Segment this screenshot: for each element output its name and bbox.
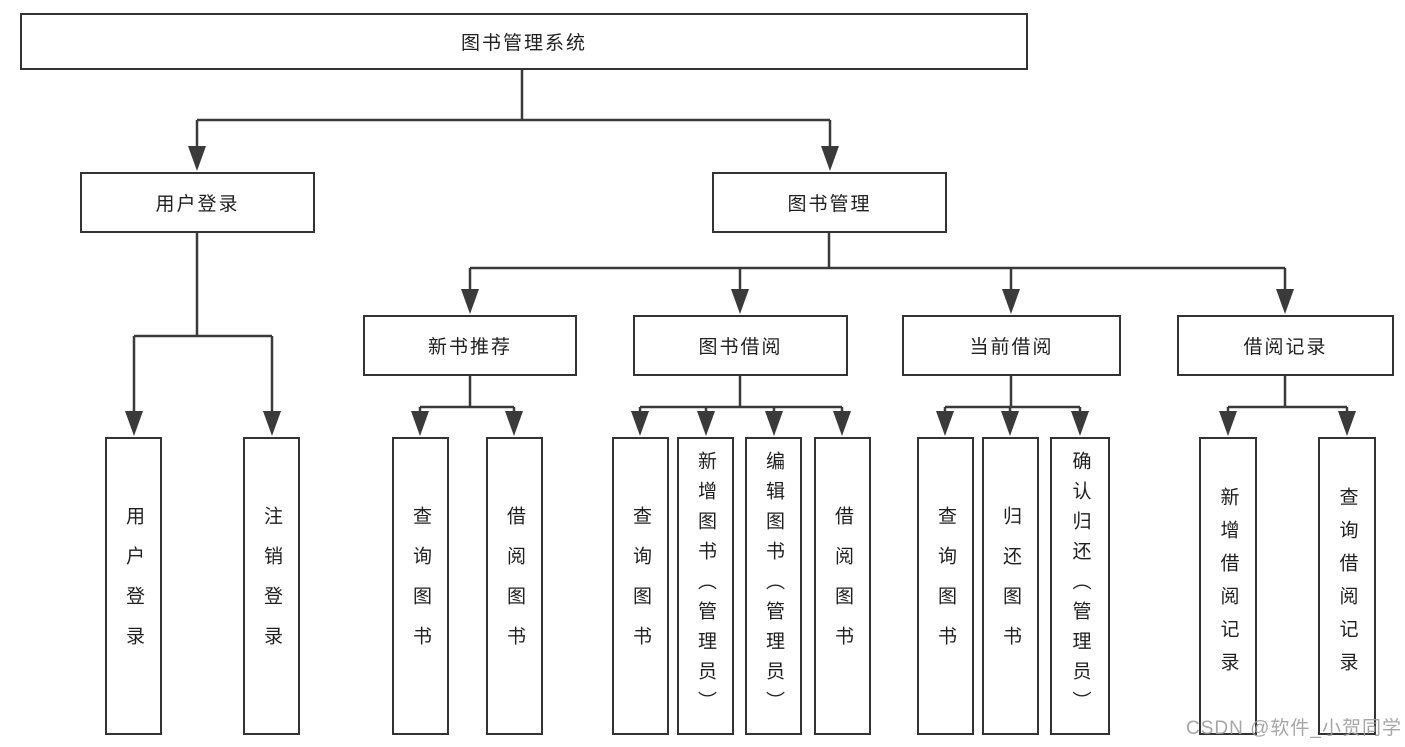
node-label: 用户登录 — [155, 194, 240, 215]
node-label: 借阅记录 — [1243, 337, 1328, 358]
leaf-confirm-return-admin: 确认归还（管理员） — [1050, 437, 1110, 735]
leaf-label: 归还图书 — [1000, 506, 1021, 666]
leaf-label: 新增借阅记录 — [1217, 487, 1239, 685]
leaf-query-books-current: 查询图书 — [917, 437, 974, 735]
node-new-book-recommend: 新书推荐 — [363, 315, 577, 376]
leaf-label: 用户登录 — [123, 506, 144, 666]
leaf-label: 确认归还（管理员） — [1069, 451, 1091, 721]
leaf-return-books: 归还图书 — [982, 437, 1039, 735]
leaf-borrow-books-borrow: 借阅图书 — [814, 437, 871, 735]
node-book-borrow: 图书借阅 — [633, 315, 848, 376]
leaf-label: 注销登录 — [261, 506, 282, 666]
node-user-login: 用户登录 — [80, 172, 315, 233]
leaf-query-books-recommend: 查询图书 — [392, 437, 449, 735]
node-label: 图书管理 — [787, 194, 872, 215]
node-label: 图书借阅 — [698, 337, 783, 358]
node-label: 图书管理系统 — [460, 33, 587, 54]
leaf-add-borrow-record: 新增借阅记录 — [1199, 437, 1257, 735]
leaf-label: 查询图书 — [935, 506, 956, 666]
leaf-query-borrow-record: 查询借阅记录 — [1318, 437, 1376, 735]
leaf-edit-books-admin: 编辑图书（管理员） — [745, 437, 802, 735]
leaf-label: 借阅图书 — [504, 506, 525, 666]
leaf-label: 查询借阅记录 — [1336, 487, 1358, 685]
csdn-watermark: CSDN @软件_小贺同学 — [1186, 718, 1402, 739]
leaf-label: 查询图书 — [410, 506, 431, 666]
leaf-label: 借阅图书 — [832, 506, 853, 666]
node-current-borrow: 当前借阅 — [902, 315, 1121, 376]
leaf-borrow-books-recommend: 借阅图书 — [486, 437, 543, 735]
leaf-label: 查询图书 — [630, 506, 651, 666]
node-label: 当前借阅 — [969, 337, 1054, 358]
node-label: 新书推荐 — [427, 337, 512, 358]
leaf-logout-login: 注销登录 — [243, 437, 300, 735]
node-root-system: 图书管理系统 — [20, 13, 1028, 70]
node-book-management: 图书管理 — [712, 172, 947, 233]
leaf-user-login: 用户登录 — [105, 437, 162, 735]
leaf-label: 编辑图书（管理员） — [763, 451, 784, 721]
leaf-add-books-admin: 新增图书（管理员） — [677, 437, 734, 735]
node-borrow-records: 借阅记录 — [1177, 315, 1394, 376]
leaf-label: 新增图书（管理员） — [695, 451, 716, 721]
leaf-query-books-borrow: 查询图书 — [612, 437, 669, 735]
